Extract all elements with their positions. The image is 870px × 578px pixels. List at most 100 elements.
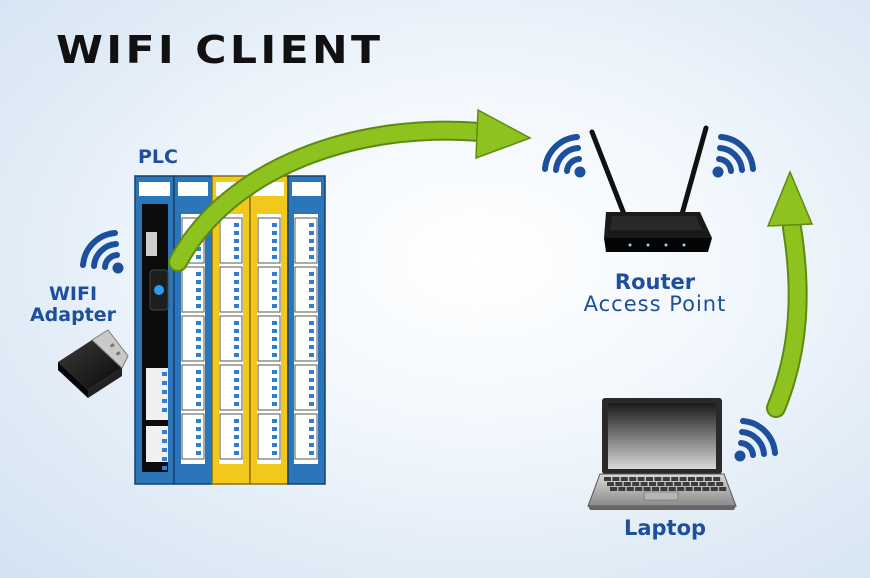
terminal-block: [257, 364, 281, 411]
laptop-key: [643, 487, 651, 491]
cpu-terminal-led: [162, 439, 167, 443]
terminal-led: [196, 255, 201, 259]
terminal-led: [309, 402, 314, 406]
access-point-label: Access Point: [583, 292, 727, 316]
terminal-led: [309, 443, 314, 447]
terminal-led: [234, 231, 239, 235]
cpu-terminal-led: [162, 408, 167, 412]
laptop-key: [719, 487, 727, 491]
terminal-led: [272, 435, 277, 439]
terminal-led: [196, 394, 201, 398]
laptop-key: [688, 477, 695, 481]
terminal-led: [234, 255, 239, 259]
terminal-led: [234, 370, 239, 374]
page-title: WIFI CLIENT: [56, 28, 384, 72]
terminal-led: [196, 247, 201, 251]
terminal-block: [219, 413, 243, 460]
router-icon: [589, 125, 712, 252]
terminal-led: [234, 272, 239, 276]
terminal-led: [309, 370, 314, 374]
terminal-led: [234, 386, 239, 390]
laptop-key: [612, 477, 620, 481]
wifi-icon: [80, 230, 124, 274]
laptop-key: [716, 482, 724, 486]
terminal-block: [257, 413, 281, 460]
terminal-block: [257, 315, 281, 362]
terminal-led: [309, 329, 314, 333]
laptop-key: [620, 477, 628, 481]
terminal-led: [272, 231, 277, 235]
terminal-led: [196, 272, 201, 276]
cpu-terminal-led: [162, 466, 167, 470]
wifi-adapter-label: WIFI Adapter: [14, 284, 132, 326]
laptop-key: [610, 487, 617, 491]
terminal-led: [309, 231, 314, 235]
terminal-led: [234, 345, 239, 349]
terminal-led: [196, 378, 201, 382]
terminal-led: [272, 419, 277, 423]
terminal-led: [234, 329, 239, 333]
terminal-led: [309, 247, 314, 251]
terminal-block: [181, 364, 205, 411]
laptop-key: [607, 482, 614, 486]
terminal-led: [272, 329, 277, 333]
laptop-key: [632, 482, 640, 486]
laptop-key: [668, 487, 676, 491]
terminal-led: [309, 345, 314, 349]
terminal-led: [272, 304, 277, 308]
laptop-key: [649, 482, 656, 486]
laptop-key: [671, 477, 679, 481]
laptop-key: [660, 487, 668, 491]
laptop-key: [696, 477, 704, 481]
terminal-led: [234, 239, 239, 243]
terminal-led: [196, 304, 201, 308]
terminal-block: [181, 315, 205, 362]
terminal-led: [309, 239, 314, 243]
terminal-led: [309, 386, 314, 390]
terminal-led: [272, 321, 277, 325]
terminal-led: [196, 386, 201, 390]
laptop-key: [662, 477, 670, 481]
terminal-led: [196, 435, 201, 439]
router-wifi-left-icon: [542, 134, 586, 178]
terminal-led: [309, 321, 314, 325]
plc-cpu-module: [134, 175, 175, 485]
laptop-key: [657, 482, 665, 486]
laptop-key: [702, 487, 710, 491]
terminal-led: [309, 427, 314, 431]
cpu-terminal-led: [162, 372, 167, 376]
cpu-terminal-led: [162, 399, 167, 403]
terminal-block: [181, 266, 205, 313]
terminal-led: [309, 337, 314, 341]
terminal-led: [272, 223, 277, 227]
laptop-key: [682, 482, 690, 486]
terminal-block: [219, 266, 243, 313]
arrow-plc-to-router: [168, 108, 532, 272]
terminal-led: [234, 435, 239, 439]
terminal-led: [196, 353, 201, 357]
terminal-led: [309, 353, 314, 357]
terminal-led: [272, 402, 277, 406]
terminal-led: [234, 427, 239, 431]
laptop-key: [640, 482, 648, 486]
terminal-led: [234, 296, 239, 300]
laptop-key: [707, 482, 715, 486]
terminal-led: [272, 378, 277, 382]
terminal-led: [272, 337, 277, 341]
terminal-led: [309, 288, 314, 292]
laptop-key: [654, 477, 662, 481]
terminal-led: [309, 304, 314, 308]
usb-adapter-icon: [58, 329, 129, 398]
terminal-block: [257, 266, 281, 313]
terminal-block: [219, 364, 243, 411]
plc-io-module-4: [287, 175, 326, 485]
laptop-wifi-icon: [734, 418, 778, 462]
terminal-led: [234, 223, 239, 227]
terminal-led: [196, 419, 201, 423]
laptop-key: [691, 482, 698, 486]
laptop-key: [637, 477, 645, 481]
terminal-led: [272, 247, 277, 251]
terminal-block: [257, 217, 281, 264]
terminal-led: [272, 272, 277, 276]
terminal-led: [234, 378, 239, 382]
